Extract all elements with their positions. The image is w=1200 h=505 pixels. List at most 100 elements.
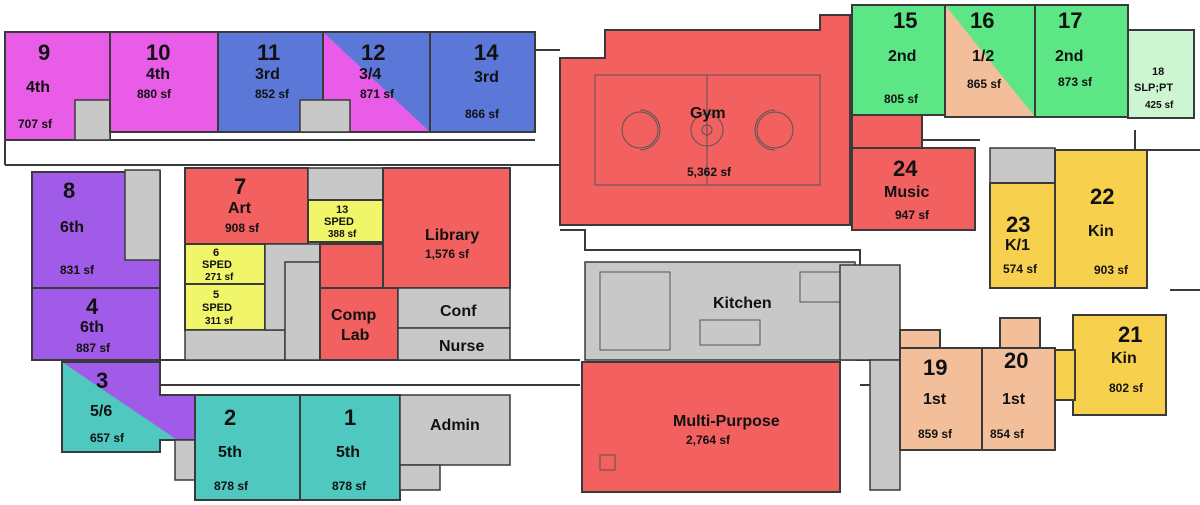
room-23-number: 23 <box>1006 212 1030 237</box>
room-nurse[interactable]: Nurse <box>397 327 511 361</box>
room-7[interactable]: 7 Art 908 sf <box>184 167 309 245</box>
nurse-label: Nurse <box>439 338 484 355</box>
room-16-area: 865 sf <box>967 77 1002 91</box>
room-8-grade: 6th <box>60 219 84 236</box>
restroom-kinder <box>989 147 1056 184</box>
room-10-grade: 4th <box>146 66 170 83</box>
multi-purpose-area: 2,764 sf <box>686 433 731 447</box>
room-21-grade: Kin <box>1111 350 1137 367</box>
room-14-area: 866 sf <box>465 107 500 121</box>
restroom-center <box>307 167 384 201</box>
room-10-area: 880 sf <box>137 87 172 101</box>
room-9[interactable]: 9 4th 707 sf <box>4 31 111 141</box>
room-admin[interactable]: Admin <box>399 394 511 491</box>
gym-area: 5,362 sf <box>687 165 732 179</box>
room-18[interactable]: 18 SLP;PT 425 sf <box>1127 29 1195 119</box>
room-19[interactable]: 19 1st 859 sf <box>899 329 983 451</box>
room-5-grade: SPED <box>202 302 232 314</box>
room-2-area: 878 sf <box>214 479 249 493</box>
room-conf[interactable]: Conf <box>397 287 511 329</box>
room-3-number: 3 <box>96 368 108 393</box>
room-18-number: 18 <box>1152 66 1164 78</box>
room-22[interactable]: 22 Kin 903 sf <box>1054 149 1148 289</box>
room-21-number: 21 <box>1118 322 1142 347</box>
room-15-area: 805 sf <box>884 92 919 106</box>
room-12-area: 871 sf <box>360 87 395 101</box>
room-14-number: 14 <box>474 40 499 65</box>
room-21[interactable]: 21 Kin 802 sf <box>1054 314 1167 416</box>
room-9-area: 707 sf <box>18 117 53 131</box>
room-20[interactable]: 20 1st 854 sf <box>981 317 1056 451</box>
room-15[interactable]: 15 2nd 805 sf <box>851 4 946 116</box>
room-13-number: 13 <box>336 204 348 216</box>
conf-label: Conf <box>440 303 477 320</box>
admin-label: Admin <box>430 417 480 434</box>
library-area: 1,576 sf <box>425 247 470 261</box>
room-13-area: 388 sf <box>328 229 357 240</box>
room-11-area: 852 sf <box>255 87 290 101</box>
room-7-area: 908 sf <box>225 221 260 235</box>
room-4-area: 887 sf <box>76 341 111 355</box>
room-17[interactable]: 17 2nd 873 sf <box>1034 4 1129 118</box>
room-14[interactable]: 14 3rd 866 sf <box>429 31 536 133</box>
room-16[interactable]: 16 1/2 865 sf <box>944 4 1036 118</box>
room-2[interactable]: 2 5th 878 sf <box>194 394 301 501</box>
room-15-number: 15 <box>893 8 917 33</box>
room-library[interactable]: Library 1,576 sf <box>319 167 511 289</box>
room-11-grade: 3rd <box>255 66 280 83</box>
room-6-number: 6 <box>213 247 219 259</box>
room-22-grade: Kin <box>1088 223 1114 240</box>
hall-storage <box>284 261 321 361</box>
room-23-area: 574 sf <box>1003 262 1038 276</box>
room-5[interactable]: 5 SPED 311 sf <box>184 283 266 331</box>
room-13[interactable]: 13 SPED 388 sf <box>307 199 384 243</box>
room-21-area: 802 sf <box>1109 381 1144 395</box>
room-4[interactable]: 4 6th 887 sf <box>31 287 161 361</box>
room-16-grade: 1/2 <box>972 48 994 65</box>
comp-lab-line1: Comp <box>331 307 377 324</box>
library-label: Library <box>425 227 479 244</box>
room-10[interactable]: 10 4th 880 sf <box>109 31 219 133</box>
room-16-number: 16 <box>970 8 994 33</box>
room-comp-lab[interactable]: Comp Lab <box>319 287 399 361</box>
room-10-number: 10 <box>146 40 170 65</box>
room-6-grade: SPED <box>202 259 232 271</box>
room-8-area: 831 sf <box>60 263 95 277</box>
room-4-number: 4 <box>86 294 99 319</box>
room-11-number: 11 <box>257 40 280 65</box>
room-15-grade: 2nd <box>888 48 916 65</box>
room-1-grade: 5th <box>336 444 360 461</box>
room-1[interactable]: 1 5th 878 sf <box>299 394 401 501</box>
room-17-number: 17 <box>1058 8 1082 33</box>
room-20-grade: 1st <box>1002 391 1026 408</box>
restroom-sped <box>184 329 286 361</box>
room-24[interactable]: 24 Music 947 sf <box>851 114 976 231</box>
room-9-number: 9 <box>38 40 50 65</box>
room-3-grade: 5/6 <box>90 403 112 420</box>
room-19-area: 859 sf <box>918 427 953 441</box>
room-5-number: 5 <box>213 289 219 301</box>
room-kitchen[interactable]: Kitchen <box>584 261 856 361</box>
room-8-number: 8 <box>63 178 75 203</box>
storage-east <box>869 359 901 491</box>
room-3-area: 657 sf <box>90 431 125 445</box>
room-24-area: 947 sf <box>895 208 930 222</box>
room-24-grade: Music <box>884 184 929 201</box>
room-3[interactable]: 3 5/6 657 sf <box>61 361 196 453</box>
room-6[interactable]: 6 SPED 271 sf <box>184 243 266 285</box>
room-multi-purpose[interactable]: Multi-Purpose 2,764 sf <box>581 361 841 493</box>
room-24-number: 24 <box>893 156 918 181</box>
room-1-area: 878 sf <box>332 479 367 493</box>
room-9-grade: 4th <box>26 79 50 96</box>
room-1-number: 1 <box>344 405 356 430</box>
room-gym[interactable]: Gym 5,362 sf <box>559 14 851 226</box>
room-17-grade: 2nd <box>1055 48 1083 65</box>
room-23[interactable]: 23 K/1 574 sf <box>989 182 1056 289</box>
room-20-area: 854 sf <box>990 427 1025 441</box>
restroom-top <box>299 99 351 133</box>
room-2-number: 2 <box>224 405 236 430</box>
room-19-number: 19 <box>923 355 947 380</box>
room-8[interactable]: 8 6th 831 sf <box>31 169 161 289</box>
comp-lab-line2: Lab <box>341 327 370 344</box>
